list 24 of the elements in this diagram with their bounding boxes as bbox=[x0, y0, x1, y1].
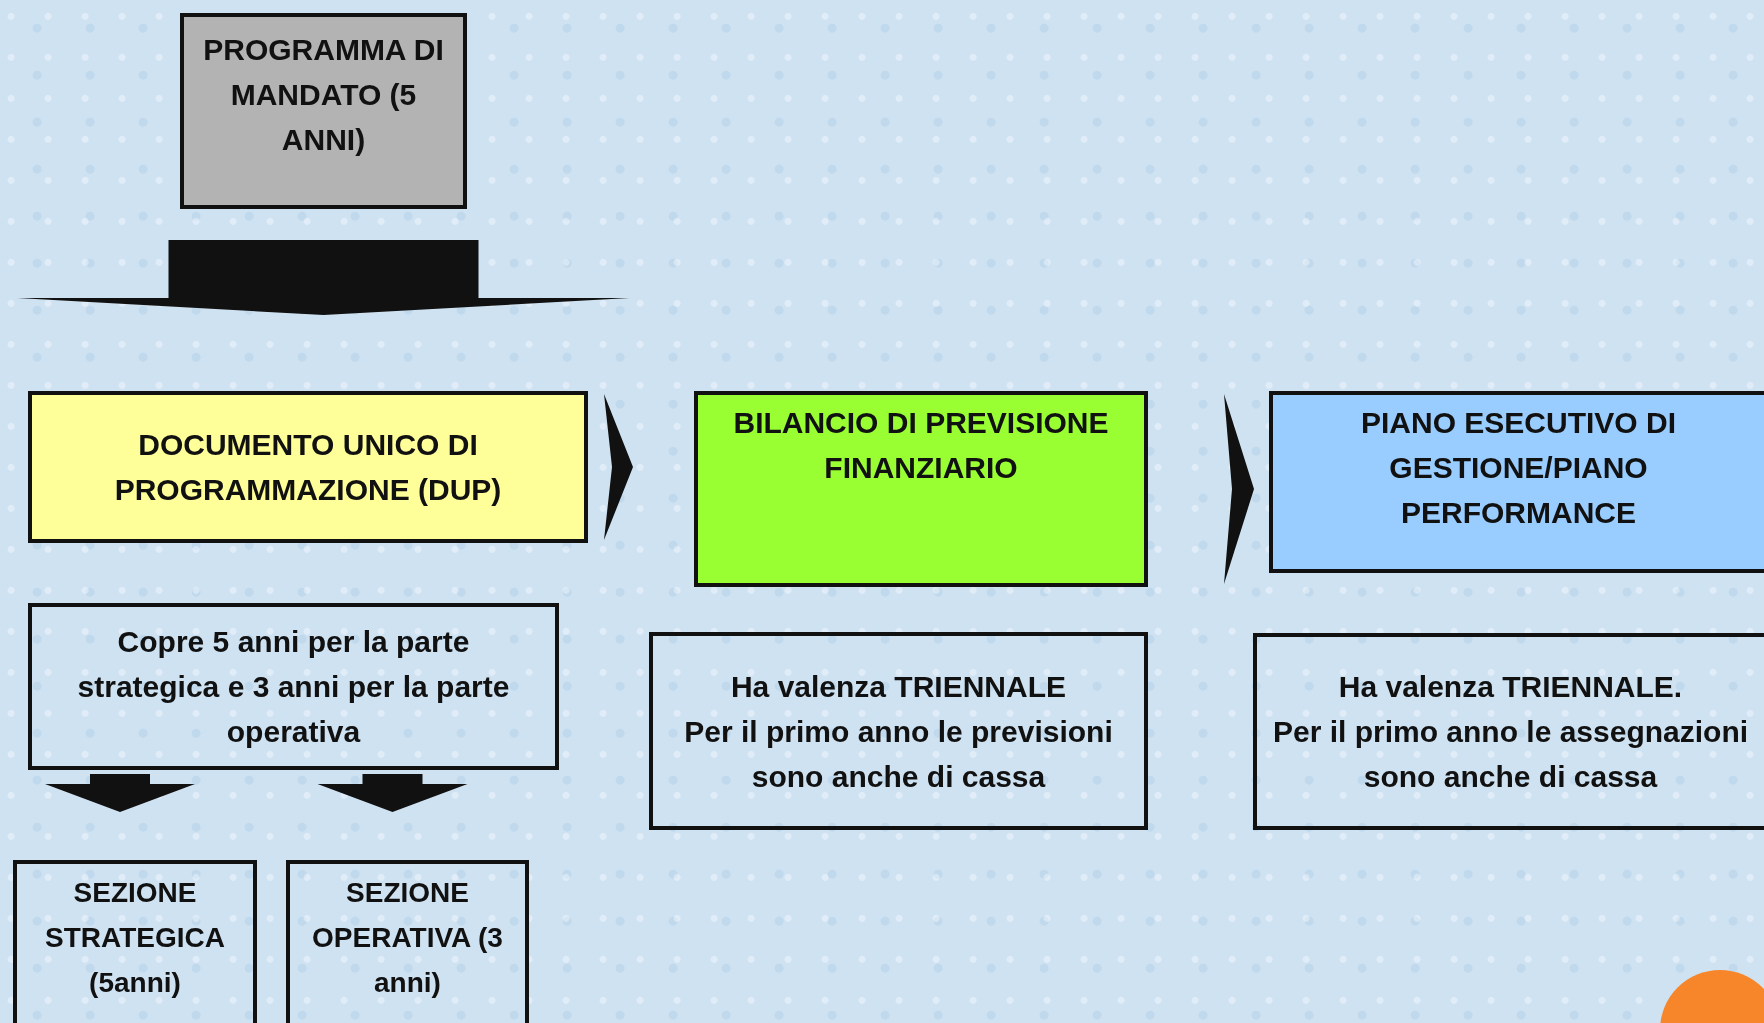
box-text: PROGRAMMA DI MANDATO (5 ANNI) bbox=[202, 32, 445, 158]
block-arrow bbox=[604, 394, 633, 540]
process-box bbox=[694, 391, 1148, 587]
block-arrow bbox=[1224, 394, 1254, 584]
box-text: Per il primo anno le previsioni sono anche di cassa bbox=[683, 713, 1114, 795]
box-text: SEZIONE OPERATIVA (3 anni) bbox=[311, 876, 504, 1000]
box-text: PIANO ESECUTIVO DI GESTIONE/PIANO PERFORMANCE bbox=[1359, 405, 1677, 531]
process-box bbox=[180, 13, 467, 209]
box-text: Ha valenza TRIENNALE bbox=[730, 668, 1067, 705]
box-text: BILANCIO DI PREVISIONE FINANZIARIO bbox=[732, 405, 1110, 486]
block-arrow bbox=[317, 774, 468, 812]
note-box bbox=[28, 603, 559, 770]
box-text: Per il primo anno le assegnazioni sono anche di cassa bbox=[1271, 714, 1750, 795]
block-arrow bbox=[45, 774, 195, 812]
box-text: SEZIONE STRATEGICA (5anni) bbox=[44, 876, 226, 1000]
box-text: Ha valenza TRIENNALE. bbox=[1338, 669, 1683, 705]
note-box bbox=[649, 632, 1148, 830]
section-box bbox=[286, 860, 529, 1023]
process-box bbox=[28, 391, 588, 543]
box-text: DOCUMENTO UNICO DI PROGRAMMAZIONE (DUP) bbox=[113, 427, 503, 508]
note-box bbox=[1253, 633, 1764, 830]
box-text: Copre 5 anni per la parte strategica e 3 anni per la parte operativa bbox=[76, 624, 511, 750]
process-box bbox=[1269, 391, 1764, 573]
section-box bbox=[13, 860, 257, 1023]
